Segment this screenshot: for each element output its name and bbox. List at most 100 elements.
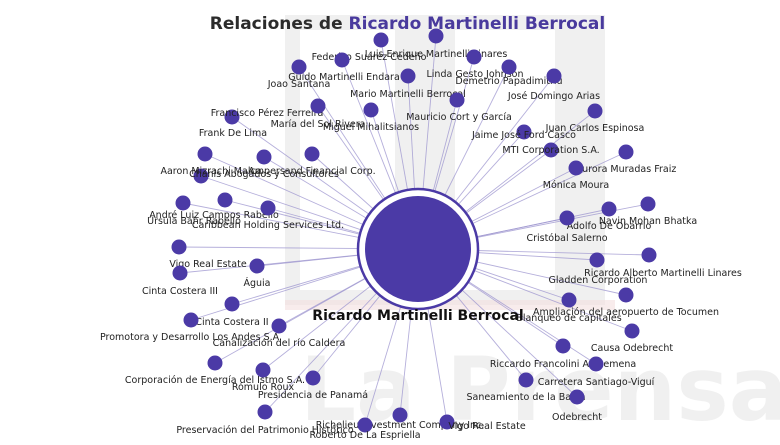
- graph-node-circle[interactable]: [518, 372, 534, 388]
- center-node-circle[interactable]: [365, 196, 471, 302]
- graph-node-circle[interactable]: [271, 318, 287, 334]
- graph-node[interactable]: Úrsula Bahr Rabello: [147, 192, 241, 228]
- graph-node[interactable]: María del Sol Rivera: [271, 98, 366, 131]
- graph-node-circle[interactable]: [224, 296, 240, 312]
- graph-node-circle[interactable]: [546, 68, 562, 84]
- graph-node-circle[interactable]: [357, 417, 373, 433]
- graph-node-circle[interactable]: [257, 404, 273, 420]
- graph-node-circle[interactable]: [183, 312, 199, 328]
- graph-node-circle[interactable]: [193, 168, 209, 184]
- graph-node[interactable]: Vigo Real Estate: [169, 239, 247, 271]
- graph-node[interactable]: Frank De Lima: [197, 128, 268, 162]
- graph-node-circle[interactable]: [449, 92, 465, 108]
- graph-node-circle[interactable]: [516, 124, 532, 140]
- graph-node-circle[interactable]: [363, 102, 379, 118]
- graph-node-circle[interactable]: [197, 146, 213, 162]
- graph-node[interactable]: Causa Odebrecht: [591, 323, 673, 355]
- graph-node[interactable]: Cinta Costera II: [195, 296, 269, 329]
- graph-node[interactable]: MTI Corporation S.A.: [502, 142, 600, 158]
- graph-node-circle[interactable]: [466, 49, 482, 65]
- graph-node[interactable]: Richelieu Investment Company Inc.: [316, 407, 485, 432]
- graph-node[interactable]: Caribbean Holding Services Ltd.: [192, 200, 344, 232]
- graph-node-circle[interactable]: [175, 195, 191, 211]
- graph-node[interactable]: Cristóbal Salerno: [526, 210, 608, 245]
- graph-node[interactable]: Carretera Santiago-Viguí: [538, 356, 655, 389]
- graph-node[interactable]: Rómulo Roux: [232, 362, 295, 394]
- graph-node[interactable]: Blanqueo de capitales: [516, 292, 622, 325]
- graph-node[interactable]: Canalización del río Caldera: [213, 318, 346, 350]
- graph-node-circle[interactable]: [171, 239, 187, 255]
- graph-node-circle[interactable]: [555, 338, 571, 354]
- graph-node-circle[interactable]: [304, 146, 320, 162]
- graph-node[interactable]: Ricardo Alberto Martinelli Linares: [584, 252, 742, 280]
- graph-node-circle[interactable]: [291, 59, 307, 75]
- graph-node[interactable]: Cinta Costera III: [142, 265, 218, 298]
- graph-node-circle[interactable]: [260, 200, 276, 216]
- graph-node-circle[interactable]: [543, 142, 559, 158]
- graph-node[interactable]: Demetrio Papadimitriu: [455, 59, 563, 88]
- graph-node-circle[interactable]: [640, 196, 656, 212]
- graph-node-circle[interactable]: [305, 370, 321, 386]
- graph-node[interactable]: Preservación del Patrimonio Histórico: [176, 404, 354, 437]
- graph-node[interactable]: Luis Enrique Martinelli Linares: [365, 28, 508, 61]
- graph-node-circle[interactable]: [568, 160, 584, 176]
- graph-node[interactable]: Vigo Real Estate: [439, 414, 526, 433]
- graph-node-circle[interactable]: [561, 292, 577, 308]
- graph-node[interactable]: André Luiz Campos Rabello: [149, 195, 279, 222]
- graph-node-circle[interactable]: [334, 52, 350, 68]
- graph-node[interactable]: Adolfo De Obarrio: [567, 201, 652, 233]
- graph-node-circle[interactable]: [587, 103, 603, 119]
- graph-node-circle[interactable]: [439, 414, 455, 430]
- graph-node-circle[interactable]: [624, 323, 640, 339]
- graph-node[interactable]: Corporación de Energía del Istmo S.A.: [125, 355, 305, 387]
- graph-node[interactable]: Riccardo Francolini Arosemena: [490, 338, 636, 371]
- graph-node-circle[interactable]: [400, 68, 416, 84]
- graph-node-circle[interactable]: [569, 389, 585, 405]
- graph-node[interactable]: Odebrecht: [552, 389, 602, 424]
- graph-node-circle[interactable]: [428, 28, 444, 44]
- graph-node-circle[interactable]: [559, 210, 575, 226]
- graph-node[interactable]: Francisco Pérez Ferreira: [211, 108, 324, 125]
- graph-node[interactable]: Ampersand Financial Corp.: [248, 146, 376, 178]
- graph-node-circle[interactable]: [256, 149, 272, 165]
- graph-node-circle[interactable]: [207, 355, 223, 371]
- graph-node-circle[interactable]: [589, 252, 605, 268]
- graph-node-circle[interactable]: [501, 59, 517, 75]
- graph-node[interactable]: Gladden Corporation: [549, 247, 657, 287]
- center-node[interactable]: Ricardo Martinelli Berrocal: [312, 187, 524, 324]
- graph-node[interactable]: Saneamiento de la Bahía: [466, 372, 586, 404]
- graph-node-circle[interactable]: [641, 247, 657, 263]
- graph-node[interactable]: Jaime José Ford Casco: [471, 124, 576, 142]
- graph-node-circle[interactable]: [217, 192, 233, 208]
- graph-node[interactable]: Presidencia de Panamá: [258, 370, 368, 402]
- graph-node[interactable]: Chahis Abogados y Consultores: [189, 149, 339, 181]
- graph-node[interactable]: Miguel Mihalitsianos: [323, 102, 419, 134]
- graph-node-circle[interactable]: [373, 32, 389, 48]
- graph-node-circle[interactable]: [310, 98, 326, 114]
- graph-node-circle[interactable]: [618, 287, 634, 303]
- graph-node[interactable]: Aurora Muradas Fraiz: [576, 144, 677, 176]
- graph-node[interactable]: Mónica Moura: [543, 160, 610, 192]
- graph-node[interactable]: Navin Mohan Bhatka: [599, 196, 697, 228]
- graph-node[interactable]: Joao Santana: [267, 59, 331, 91]
- graph-node[interactable]: Juan Carlos Espinosa: [545, 103, 645, 135]
- graph-node[interactable]: Roberto De La Espriella: [309, 417, 421, 442]
- graph-node[interactable]: José Domingo Arias: [507, 68, 600, 103]
- graph-node-circle[interactable]: [249, 258, 265, 274]
- graph-node[interactable]: Ampliación del aeropuerto de Tocumen: [533, 287, 719, 319]
- graph-node[interactable]: Mario Martinelli Berrocal: [350, 68, 466, 101]
- graph-node[interactable]: Guido Martinelli Endara: [288, 52, 400, 84]
- graph-node-circle[interactable]: [224, 109, 240, 125]
- graph-node[interactable]: Promotora y Desarrollo Los Andes S.A.: [100, 312, 282, 344]
- graph-node[interactable]: Federico Suárez Cedeño: [312, 32, 427, 64]
- graph-node-circle[interactable]: [588, 356, 604, 372]
- graph-node[interactable]: Linda Gesto Johnson: [427, 49, 524, 81]
- graph-node[interactable]: Aaron Mizrachi Malca: [160, 166, 262, 184]
- graph-node[interactable]: Mauricio Cort y García: [406, 92, 512, 124]
- graph-node-circle[interactable]: [618, 144, 634, 160]
- graph-node[interactable]: Águia: [243, 258, 271, 290]
- graph-node-circle[interactable]: [601, 201, 617, 217]
- graph-node-circle[interactable]: [255, 362, 271, 378]
- graph-node-circle[interactable]: [172, 265, 188, 281]
- graph-node-circle[interactable]: [392, 407, 408, 423]
